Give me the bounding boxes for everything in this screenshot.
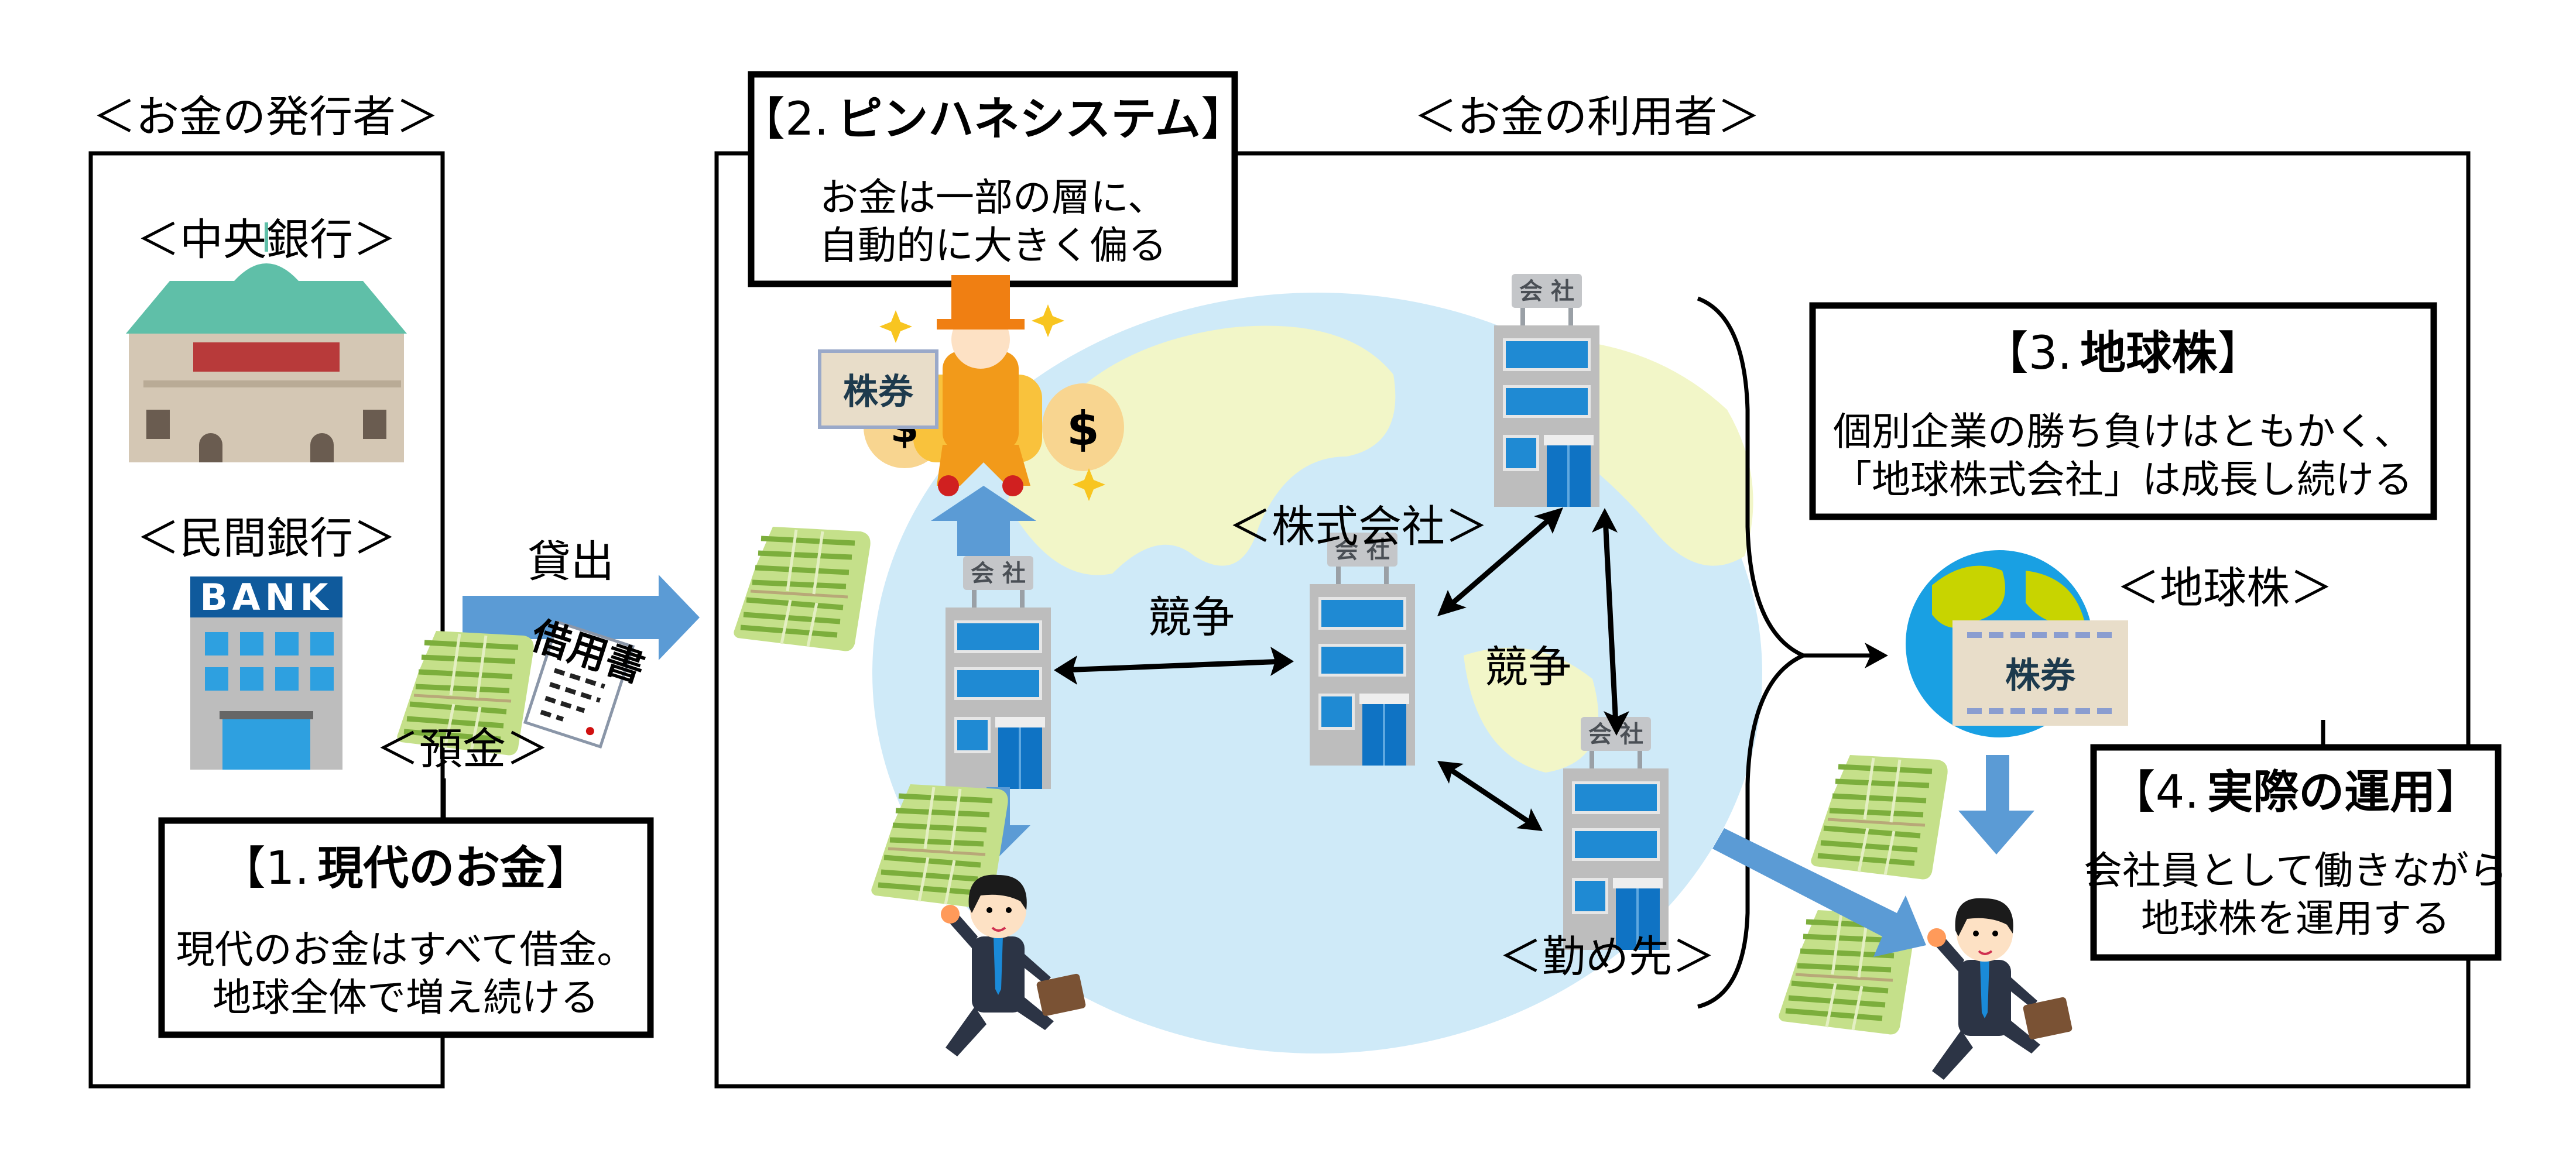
- svg-text:自動的に大きく偏る: 自動的に大きく偏る: [819, 223, 1167, 268]
- earth-stock-icon: 株券: [1906, 550, 2128, 737]
- issuer-frame: [88, 151, 445, 1089]
- svg-text:個別企業の勝ち負けはともかく、: 個別企業の勝ち負けはともかく、: [1833, 409, 2413, 454]
- svg-text:現代のお金はすべて借金。: 現代のお金はすべて借金。: [176, 927, 636, 972]
- central-bank-icon: [126, 222, 407, 462]
- loan-label: 貸出: [527, 537, 614, 587]
- svg-text:株券: 株券: [843, 372, 914, 413]
- salary-arrow: [1712, 828, 1926, 957]
- box-pinhane-system: 【2.ピンハネシステム】 お金は一部の層に、 自動的に大きく偏る: [739, 71, 1246, 287]
- svg-text:【2.ピンハネシステム】: 【2.ピンハネシステム】: [739, 93, 1246, 146]
- private-bank-label: ＜民間銀行＞: [136, 513, 396, 564]
- issuer-section-label: ＜お金の発行者＞: [93, 92, 439, 142]
- svg-text:【4.実際の運用】: 【4.実際の運用】: [2110, 766, 2481, 819]
- rich-investor-icon: $ $ 株券: [818, 275, 1124, 501]
- brace-arrowhead: [1865, 643, 1888, 668]
- earth-stock-label: ＜地球株＞: [2116, 563, 2333, 613]
- company-c-icon: [1493, 273, 1601, 508]
- central-bank-label: ＜中央銀行＞: [136, 215, 396, 265]
- brace-connector: [1697, 296, 1879, 1009]
- down-arrow-to-investor-worker: [1958, 755, 2034, 854]
- box-actual-investing: 【4.実際の運用】 会社員として働きながら 地球株を運用する: [2084, 744, 2508, 961]
- svg-text:会社員として働きながら: 会社員として働きながら: [2084, 848, 2508, 893]
- competition-label-1: 競争: [1148, 592, 1235, 643]
- passbook-icon-right: [1811, 755, 1947, 880]
- competition-arrows: [1054, 507, 1629, 831]
- svg-text:【3.地球株】: 【3.地球株】: [1983, 327, 2263, 380]
- svg-text:株券: 株券: [2005, 655, 2076, 696]
- passbook-icon-left: [734, 527, 870, 651]
- deposit-label: ＜預金＞: [376, 724, 549, 774]
- competition-label-2: 競争: [1485, 642, 1571, 692]
- users-frame: [714, 151, 2471, 1089]
- svg-text:地球株を運用する: 地球株を運用する: [2141, 896, 2450, 941]
- users-section-label: ＜お金の利用者＞: [1414, 92, 1760, 142]
- svg-text:お金は一部の層に、: お金は一部の層に、: [820, 175, 1166, 220]
- box-modern-money: 【1.現代のお金】 現代のお金はすべて借金。 地球全体で増え続ける: [158, 817, 654, 1038]
- svg-text:「地球株式会社」は成長し続ける: 「地球株式会社」は成長し続ける: [1833, 457, 2413, 502]
- up-arrow-to-investor: [931, 486, 1036, 556]
- private-bank-icon: BANK: [190, 576, 342, 770]
- svg-text:地球全体で増え続ける: 地球全体で増え続ける: [213, 975, 599, 1020]
- svg-text:$: $: [1067, 401, 1099, 456]
- box-earth-stock: 【3.地球株】 個別企業の勝ち負けはともかく、 「地球株式会社」は成長し続ける: [1809, 302, 2437, 520]
- workplace-label: ＜勤め先＞: [1499, 932, 1715, 982]
- worker-icon-right: [1926, 897, 2074, 1081]
- corporations-label: ＜株式会社＞: [1228, 502, 1488, 552]
- svg-text:【1.現代のお金】: 【1.現代のお金】: [220, 842, 591, 895]
- svg-text:BANK: BANK: [200, 576, 333, 619]
